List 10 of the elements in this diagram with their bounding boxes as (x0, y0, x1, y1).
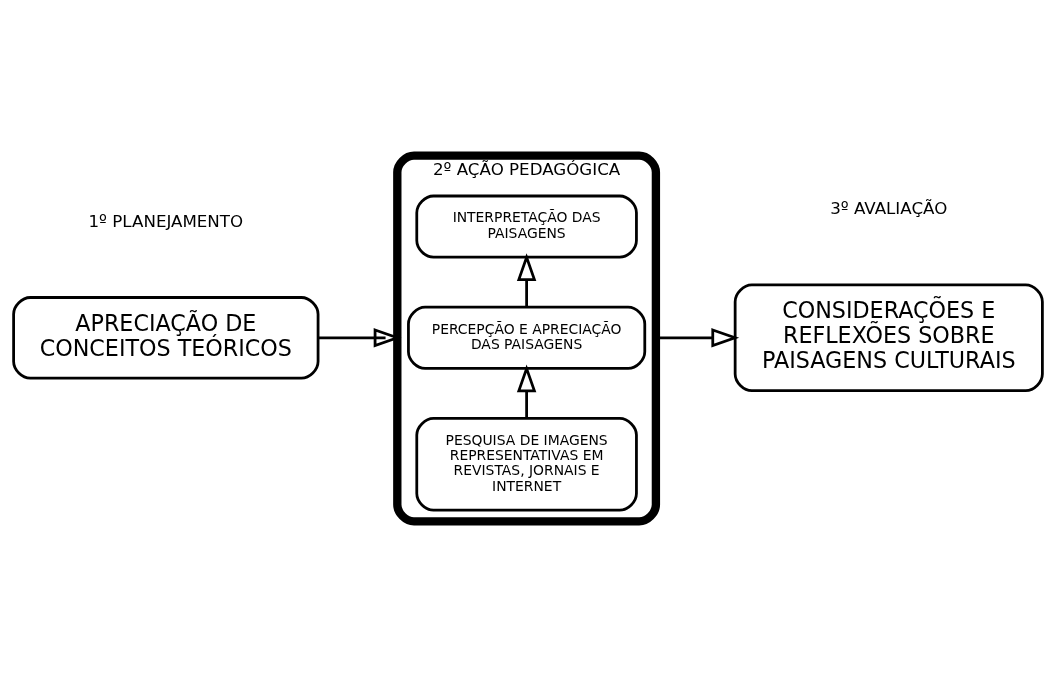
node-box: INTERPRETAÇÃO DAS PAISAGENS (415, 194, 638, 259)
arrow (516, 364, 537, 419)
node-box: PERCEPÇÃO E APRECIAÇÃO DAS PAISAGENS (407, 305, 647, 370)
node-box: PESQUISA DE IMAGENS REPRESENTATIVAS EM REVISTAS, JORNAIS E INTERNET (415, 417, 638, 512)
label: 1º PLANEJAMENTO (88, 211, 244, 231)
arrow (318, 328, 402, 348)
label: 3º AVALIAÇÃO (830, 199, 948, 219)
node-box: APRECIAÇÃO DE CONCEITOS TEÓRICOS (12, 296, 320, 380)
arrow (516, 253, 537, 307)
node-box: CONSIDERAÇÕES E REFLEXÕES SOBRE PAISAGENS CULTURAIS (733, 283, 1044, 392)
